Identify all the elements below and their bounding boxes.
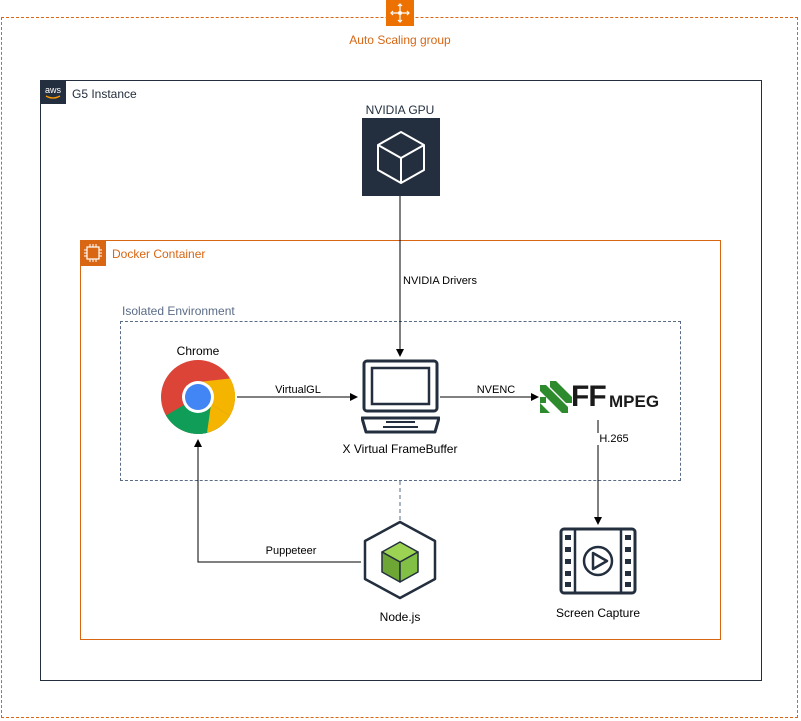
ffmpeg-logo-text-small: MPEG <box>609 392 660 411</box>
puppeteer-label: Puppeteer <box>263 545 319 557</box>
docker-container-box <box>80 240 721 640</box>
gpu-label: NVIDIA GPU <box>365 103 435 117</box>
ffmpeg-logo: FF MPEG <box>540 380 660 414</box>
nvidia-drivers-label: NVIDIA Drivers <box>401 275 479 287</box>
chrome-icon <box>159 358 237 436</box>
nodejs-icon <box>361 520 439 600</box>
h265-label: H.265 <box>597 433 631 445</box>
monitor-icon <box>361 358 440 436</box>
ffmpeg-logo-text-big: FF <box>571 380 607 413</box>
isolated-environment-label: Isolated Environment <box>122 304 235 318</box>
xvfb-label: X Virtual FrameBuffer <box>342 442 458 456</box>
g5-instance-box <box>40 80 762 681</box>
screen-capture-label: Screen Capture <box>555 606 641 620</box>
video-icon <box>558 526 638 596</box>
docker-container-label: Docker Container <box>112 247 206 261</box>
aws-badge-icon: aws <box>40 80 66 104</box>
chrome-label: Chrome <box>176 344 220 358</box>
nodejs-label: Node.js <box>379 610 421 624</box>
nvenc-label: NVENC <box>474 384 518 396</box>
container-chip-icon <box>80 240 106 266</box>
auto-scaling-group-label: Auto Scaling group <box>349 33 451 47</box>
gpu-node <box>362 118 440 196</box>
auto-scaling-icon <box>386 0 414 26</box>
isolated-environment-box <box>120 321 681 481</box>
svg-text:aws: aws <box>45 85 62 95</box>
virtualgl-label: VirtualGL <box>273 384 323 396</box>
g5-instance-label: G5 Instance <box>72 87 137 101</box>
cube-icon <box>377 131 425 184</box>
